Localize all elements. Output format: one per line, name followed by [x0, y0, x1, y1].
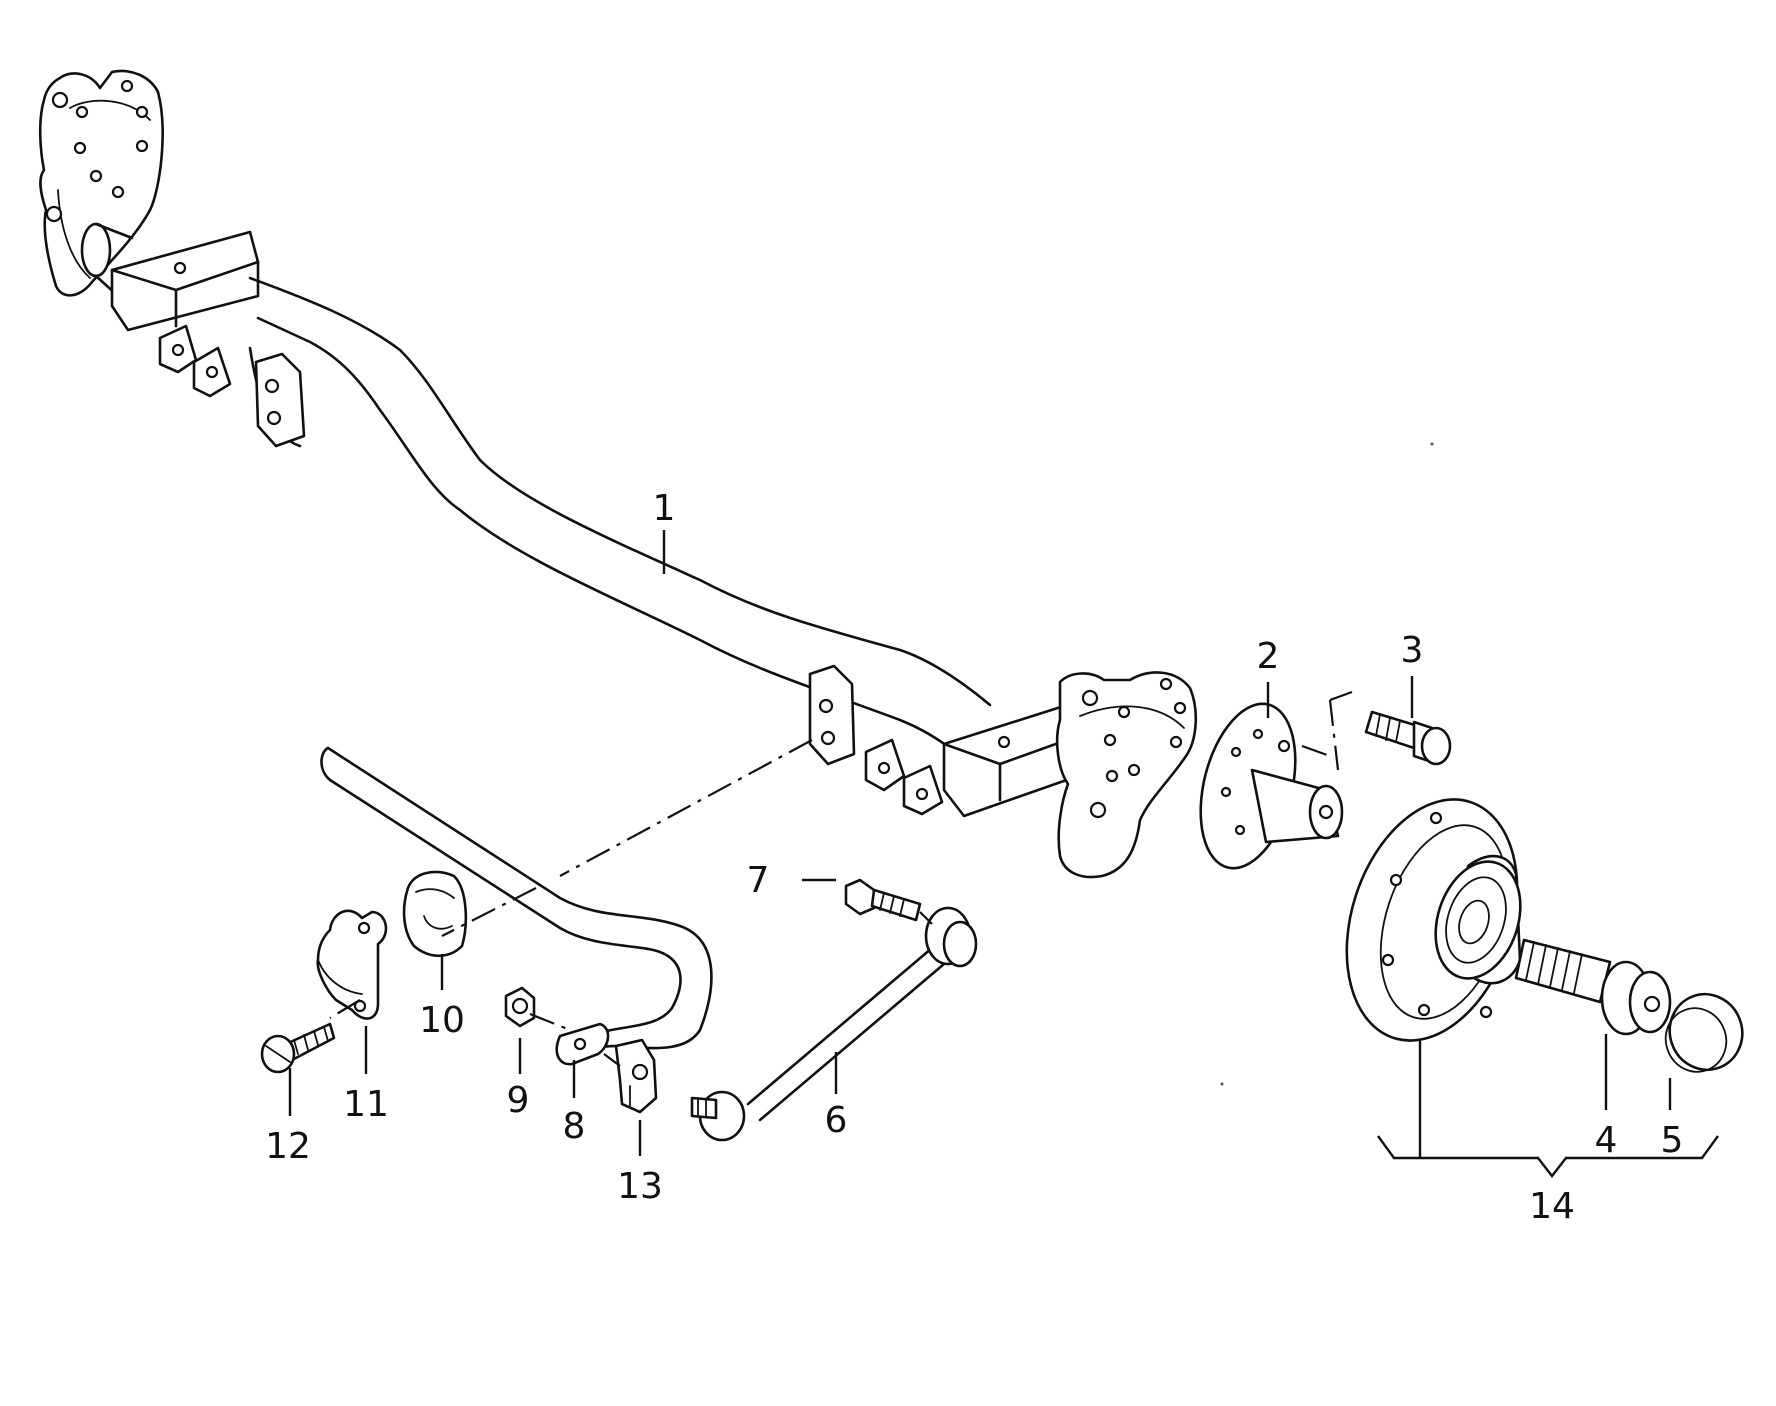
- assembly-lines: [329, 690, 1353, 1067]
- hub-cap-icon: [1664, 992, 1744, 1073]
- callout-6: 6: [825, 1100, 848, 1141]
- bracket-icon: [614, 1038, 658, 1114]
- callout-7: 7: [747, 860, 770, 901]
- callout-3: 3: [1401, 630, 1424, 671]
- callout-labels: 1 2 3 4 5 6 7 8 9 10 11 12 13 14: [265, 488, 1683, 1227]
- hex-bolt-icon: [844, 878, 922, 922]
- hex-nut-icon: [504, 986, 536, 1028]
- rubber-bush-icon: [402, 870, 468, 958]
- callout-9: 9: [507, 1080, 530, 1121]
- callout-4: 4: [1595, 1120, 1618, 1161]
- hex-bolt-icon: [260, 1022, 336, 1074]
- callout-5: 5: [1661, 1120, 1684, 1161]
- callout-1: 1: [653, 488, 676, 529]
- clamp-icon: [316, 909, 388, 1020]
- rear-axle-beam-icon: [38, 69, 1198, 879]
- scan-speck: [1220, 1082, 1224, 1086]
- callout-2: 2: [1257, 636, 1280, 677]
- callout-12: 12: [265, 1126, 311, 1167]
- hex-bolt-icon: [1364, 710, 1452, 766]
- scan-speck: [1430, 442, 1434, 446]
- collar-nut-icon: [1514, 938, 1672, 1036]
- callout-14: 14: [1529, 1186, 1575, 1227]
- wheel-stub-axle-icon: [1199, 702, 1344, 870]
- callout-11: 11: [343, 1084, 389, 1125]
- wheel-hub-icon: [1345, 798, 1522, 1042]
- callout-13: 13: [617, 1166, 663, 1207]
- callout-10: 10: [419, 1000, 465, 1041]
- leader-lines: [288, 530, 1719, 1178]
- coupling-rod-icon: [690, 906, 978, 1142]
- callout-8: 8: [563, 1106, 586, 1147]
